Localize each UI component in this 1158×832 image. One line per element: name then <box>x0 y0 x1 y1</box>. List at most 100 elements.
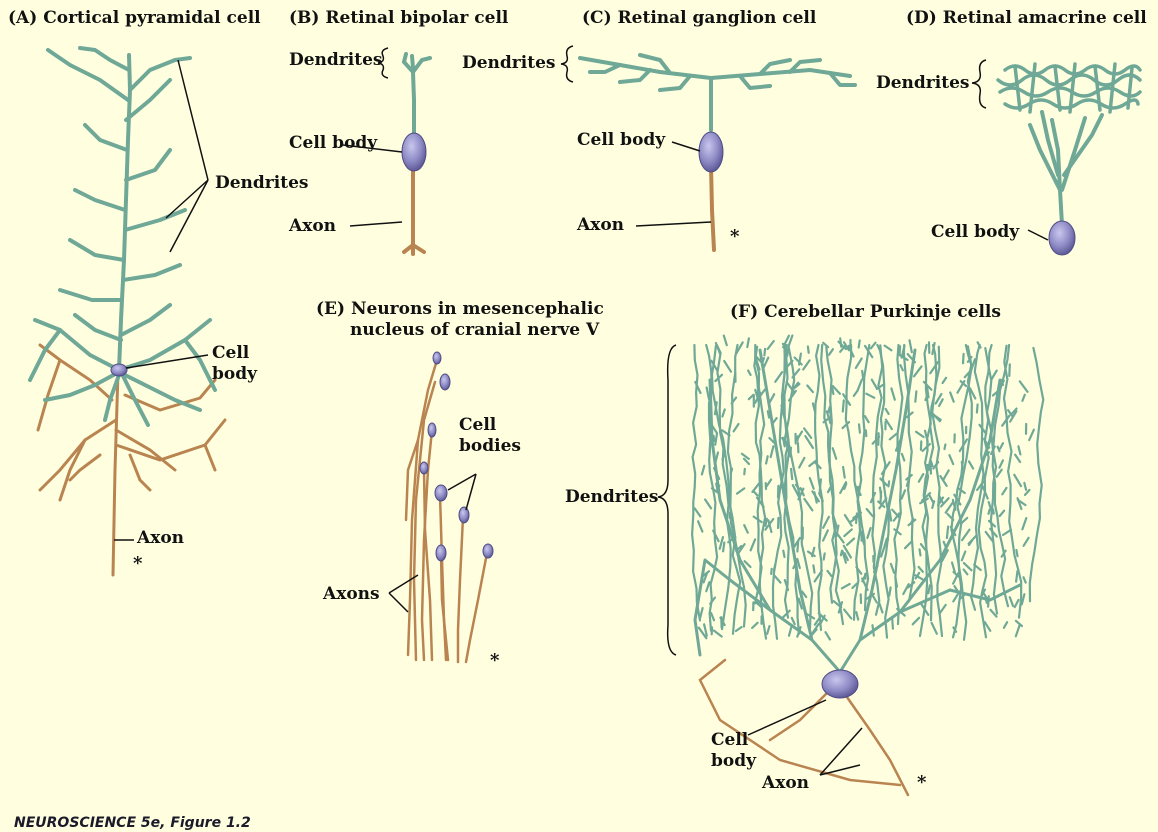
purkinje-dendrite-branch <box>845 537 856 546</box>
purkinje-dendrite-branch <box>869 491 877 504</box>
purkinje-dendrite-branch <box>770 567 773 575</box>
purkinje-dendrite-branch <box>1021 393 1026 402</box>
purkinje-dendrite-branch <box>727 535 737 544</box>
purkinje-dendrite-branch <box>693 507 702 518</box>
purkinje-dendrite-branch <box>852 389 859 397</box>
purkinje-dendrite-branch <box>976 341 982 349</box>
purkinje-dendrite-branch <box>887 480 891 488</box>
purkinje-dendrite-branch <box>735 341 744 355</box>
purkinje-dendrite-branch <box>842 393 852 406</box>
purkinje-dendrite-branch <box>982 437 991 449</box>
purkinje-dendrite-branch <box>730 396 738 405</box>
purkinje-dendrite-branch <box>961 528 971 542</box>
purkinje-dendrite-branch <box>806 384 814 394</box>
purkinje-dendrite-branch <box>822 529 829 542</box>
purkinje-dendrite-branch <box>1028 428 1035 442</box>
purkinje-dendrite-branch <box>898 345 902 357</box>
purkinje-dendrite-branch <box>855 566 863 575</box>
purkinje-dendrite-branch <box>796 441 800 454</box>
purkinje-dendrite-branch <box>893 528 902 536</box>
purkinje-dendrite-branch <box>734 625 743 633</box>
purkinje-dendrite-branch <box>735 487 746 495</box>
purkinje-dendrite-branch <box>918 343 932 638</box>
purkinje-dendrite-branch <box>861 369 865 381</box>
purkinje-dendrite-branch <box>878 497 888 510</box>
purkinje-dendrite-branch <box>951 345 973 639</box>
purkinje-dendrite-branch <box>804 435 815 450</box>
purkinje-dendrite-branch <box>919 497 929 505</box>
purkinje-dendrite-branch <box>743 467 746 476</box>
purkinje-dendrite-branch <box>710 487 720 494</box>
purkinje-dendrite-branch <box>856 378 863 392</box>
panel-a-axon-label: Axon <box>137 528 185 548</box>
purkinje-dendrite-branch <box>960 550 967 562</box>
purkinje-dendrite-branch <box>917 565 924 573</box>
purkinje-dendrite-branch <box>728 578 842 674</box>
purkinje-dendrite-branch <box>980 588 987 597</box>
purkinje-dendrite-branch <box>902 583 910 596</box>
purkinje-dendrite-branch <box>791 536 802 551</box>
purkinje-dendrite-branch <box>991 389 1001 397</box>
purkinje-dendrite-branch <box>811 546 816 558</box>
purkinje-dendrite-branch <box>914 390 918 403</box>
purkinje-dendrite-branch <box>920 602 930 616</box>
purkinje-dendrite-branch <box>710 611 716 622</box>
purkinje-dendrite-branch <box>1008 596 1015 607</box>
purkinje-dendrite-branch <box>888 586 892 597</box>
purkinje-dendrite-branch <box>961 352 965 365</box>
panel-e-asterisk: * <box>490 650 500 671</box>
purkinje-dendrite-branch <box>987 595 990 608</box>
purkinje-dendrite-branch <box>747 369 752 376</box>
purkinje-dendrite-branch <box>918 548 922 557</box>
purkinje-dendrite-branch <box>921 442 931 453</box>
purkinje-dendrite-branch <box>847 344 855 358</box>
purkinje-dendrite-branch <box>743 524 749 534</box>
purkinje-dendrite-branch <box>989 527 998 538</box>
purkinje-dendrite-branch <box>905 411 914 419</box>
purkinje-dendrite-branch <box>880 461 891 475</box>
purkinje-dendrite-branch <box>768 393 776 404</box>
purkinje-dendrite-branch <box>713 401 718 416</box>
purkinje-dendrite-branch <box>958 438 968 453</box>
purkinje-dendrite-branch <box>740 452 750 460</box>
panel-f-cell-body-label: Cell body <box>711 730 756 772</box>
purkinje-dendrite-branch <box>729 467 734 475</box>
purkinje-dendrite-branch <box>842 544 852 559</box>
purkinje-dendrite-branch <box>755 358 761 371</box>
purkinje-dendrite-branch <box>984 530 995 543</box>
purkinje-dendrite-branch <box>978 423 988 435</box>
purkinje-dendrite-branch <box>760 357 765 366</box>
purkinje-dendrite-branch <box>721 429 731 437</box>
purkinje-dendrite-branch <box>743 560 752 569</box>
purkinje-dendrite-branch <box>926 463 931 471</box>
purkinje-dendrite-branch <box>843 608 853 620</box>
purkinje-dendrite-branch <box>946 512 955 522</box>
purkinje-dendrite-branch <box>871 344 884 616</box>
purkinje-dendrite-branch <box>894 439 902 452</box>
purkinje-dendrite-branch <box>1014 623 1021 638</box>
purkinje-dendrite-branch <box>797 597 803 610</box>
purkinje-dendrite-branch <box>1028 346 1045 603</box>
purkinje-dendrite-branch <box>870 592 878 604</box>
purkinje-dendrite-branch <box>755 355 763 363</box>
purkinje-dendrite-branch <box>931 341 936 356</box>
purkinje-dendrite-branch <box>943 443 947 451</box>
panel-c-dendrites-label: Dendrites <box>462 53 556 73</box>
bipolar-cell <box>342 47 432 256</box>
purkinje-dendrite-branch <box>826 486 832 494</box>
purkinje-dendrite-branch <box>841 549 847 564</box>
purkinje-dendrite-branch <box>772 417 778 424</box>
purkinje-dendrite-branch <box>1015 569 1019 583</box>
purkinje-dendrite-branch <box>810 622 820 637</box>
purkinje-dendrite-branch <box>1022 536 1030 547</box>
purkinje-dendrite-branch <box>996 445 1001 453</box>
purkinje-dendrite-branch <box>765 478 773 488</box>
purkinje-dendrite-branch <box>944 500 955 514</box>
panel-a-cell-label-line2: body <box>212 364 257 384</box>
purkinje-dendrite-branch <box>880 545 886 558</box>
purkinje-dendrite-branch <box>945 525 950 540</box>
purkinje-dendrite-branch <box>865 392 876 399</box>
purkinje-dendrite-branch <box>824 631 832 641</box>
purkinje-dendrite-branch <box>710 359 719 372</box>
purkinje-dendrite-branch <box>811 402 817 414</box>
